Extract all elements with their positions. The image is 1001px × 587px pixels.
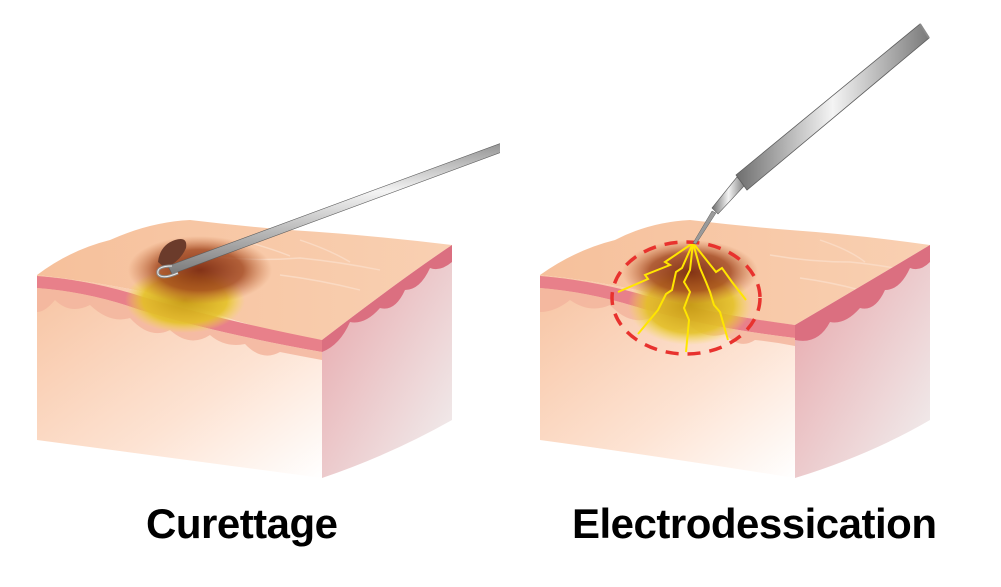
dashed-treatment-boundary bbox=[610, 240, 762, 356]
curettage-panel: Curettage bbox=[0, 0, 500, 587]
electrodessication-illustration bbox=[540, 23, 930, 478]
lightning-bolts bbox=[617, 242, 747, 353]
electrodessication-caption: Electrodessication bbox=[572, 500, 937, 547]
electrode-instrument bbox=[692, 23, 930, 245]
electrodessication-panel: Electrodessication bbox=[500, 0, 1000, 587]
curette-instrument bbox=[156, 143, 500, 279]
scraped-tissue-flake bbox=[158, 239, 187, 268]
curettage-illustration bbox=[37, 143, 500, 478]
curettage-caption: Curettage bbox=[146, 500, 338, 547]
